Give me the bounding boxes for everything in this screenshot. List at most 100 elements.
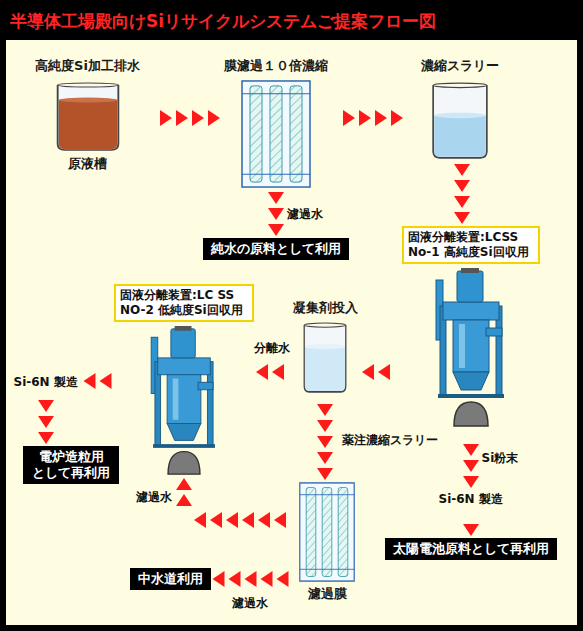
unit-label: 固液分離装置:LCSS No-1 高純度Si回収用 bbox=[402, 226, 540, 264]
node-label: 高純度Si加工排水 bbox=[35, 58, 140, 74]
box-text: Si-6N 製造 bbox=[436, 490, 507, 509]
process-text: Si-6N 製造 bbox=[11, 373, 82, 392]
vessel-drawing bbox=[301, 322, 349, 394]
chevron bbox=[375, 110, 387, 126]
flow-arrow bbox=[463, 524, 479, 536]
chevron bbox=[213, 571, 225, 587]
chevron bbox=[391, 110, 403, 126]
edge-label: 濾過水 bbox=[230, 596, 270, 611]
chevron bbox=[160, 110, 172, 126]
box-text: 太陽電池原料として再利用 bbox=[385, 538, 557, 560]
node-label: 膜濾過１０倍濃縮 bbox=[224, 58, 328, 74]
chevron bbox=[317, 436, 333, 448]
chevron bbox=[378, 364, 390, 380]
chevron bbox=[245, 571, 257, 587]
membrane-filter: 濾過膜 bbox=[296, 482, 358, 604]
chevron bbox=[268, 224, 284, 236]
chevron bbox=[208, 110, 220, 126]
chevron bbox=[454, 180, 470, 192]
chevron bbox=[38, 400, 54, 412]
edge-label: 濾過水 bbox=[134, 490, 174, 505]
flow-arrow bbox=[268, 192, 284, 236]
chevron bbox=[454, 212, 470, 224]
flow-arrow bbox=[343, 110, 403, 126]
chevron bbox=[229, 571, 241, 587]
tank-vessel: 濃縮スラリー bbox=[405, 58, 515, 160]
output-box: 電炉造粒用 として再利用 bbox=[23, 446, 119, 484]
chevron bbox=[84, 373, 96, 389]
chevron bbox=[463, 444, 479, 456]
diagram-title: 半導体工場殿向けSiリサイクルシステムご提案フロー図 bbox=[10, 10, 436, 32]
flow-arrow bbox=[454, 164, 470, 224]
separator-unit: 固液分離装置:LC SS NO-2 低純度Si回収用 bbox=[114, 284, 254, 476]
flow-arrow bbox=[317, 404, 333, 480]
node-label: 濾過膜 bbox=[308, 586, 347, 602]
chevron bbox=[317, 420, 333, 432]
chevron bbox=[463, 524, 479, 536]
node-label: 凝集剤投入 bbox=[293, 300, 358, 316]
node-label: 濃縮スラリー bbox=[421, 58, 499, 74]
chevron bbox=[317, 468, 333, 480]
flow-arrow bbox=[160, 110, 220, 126]
chevron bbox=[359, 110, 371, 126]
chevron bbox=[274, 512, 286, 528]
flow-arrow bbox=[463, 444, 479, 488]
membrane-drawing bbox=[241, 80, 311, 188]
chevron bbox=[268, 208, 284, 220]
chevron bbox=[210, 512, 222, 528]
tank-vessel: 高純度Si加工排水原液槽 bbox=[25, 58, 150, 172]
edge-label: Si粉末 bbox=[480, 451, 521, 466]
chevron bbox=[463, 460, 479, 472]
membrane-drawing bbox=[299, 482, 355, 582]
chevron bbox=[176, 478, 192, 490]
output-box: 中水道利用 bbox=[130, 568, 211, 590]
chevron bbox=[454, 164, 470, 176]
chevron bbox=[38, 432, 54, 444]
chevron bbox=[176, 110, 188, 126]
separator-machine bbox=[139, 326, 229, 476]
edge-label: 分離水 bbox=[252, 341, 292, 356]
output-box: 純水の原料として利用 bbox=[203, 238, 349, 260]
chevron bbox=[343, 110, 355, 126]
separator-machine bbox=[426, 268, 516, 428]
chevron bbox=[463, 476, 479, 488]
tank-vessel: 凝集剤投入 bbox=[290, 300, 360, 394]
chevron bbox=[226, 512, 238, 528]
chevron bbox=[100, 373, 112, 389]
flow-arrow bbox=[38, 400, 54, 444]
chevron bbox=[38, 416, 54, 428]
box-text: 純水の原料として利用 bbox=[203, 238, 349, 260]
chevron bbox=[362, 364, 374, 380]
unit-label: 固液分離装置:LC SS NO-2 低純度Si回収用 bbox=[114, 284, 254, 322]
flow-arrow bbox=[256, 364, 284, 380]
membrane-filter: 膜濾過１０倍濃縮 bbox=[222, 58, 330, 188]
flow-arrow bbox=[84, 373, 112, 389]
vessel-drawing bbox=[53, 82, 123, 152]
separator-unit: 固液分離装置:LCSS No-1 高純度Si回収用 bbox=[402, 226, 540, 428]
box-text: 電炉造粒用 として再利用 bbox=[23, 446, 119, 484]
chevron bbox=[268, 192, 284, 204]
edge-label: 濾過水 bbox=[285, 207, 325, 222]
chevron bbox=[256, 364, 268, 380]
box-text: 中水道利用 bbox=[130, 568, 211, 590]
chevron bbox=[317, 452, 333, 464]
chevron bbox=[176, 494, 192, 506]
chevron bbox=[192, 110, 204, 126]
chevron bbox=[261, 571, 273, 587]
chevron bbox=[277, 571, 289, 587]
node-label: 原液槽 bbox=[68, 156, 107, 172]
edge-label: 薬注濃縮スラリー bbox=[340, 433, 440, 448]
vessel-drawing bbox=[429, 82, 491, 160]
chevron bbox=[272, 364, 284, 380]
chevron bbox=[258, 512, 270, 528]
flow-arrow bbox=[362, 364, 390, 380]
chevron bbox=[454, 196, 470, 208]
process-text: Si-6N 製造 bbox=[436, 490, 507, 509]
chevron bbox=[242, 512, 254, 528]
flow-arrow bbox=[176, 478, 286, 528]
box-text: Si-6N 製造 bbox=[11, 373, 82, 392]
flow-arrow bbox=[213, 571, 289, 587]
chevron bbox=[194, 512, 206, 528]
output-box: 太陽電池原料として再利用 bbox=[385, 538, 557, 560]
